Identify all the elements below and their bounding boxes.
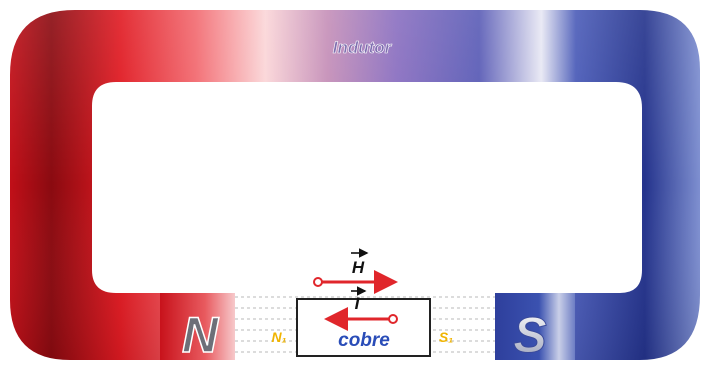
south-pole [495, 293, 575, 360]
gap-north-label: N₁ [271, 329, 286, 345]
north-pole [160, 293, 235, 360]
copper-conductor [296, 298, 431, 357]
material-label: cobre [338, 330, 390, 351]
south-pole-label: S [513, 307, 546, 363]
vector-i-label: I [355, 294, 361, 313]
vector-h-label: H [352, 258, 365, 277]
inductor-title: Indutor [333, 38, 393, 57]
h-field-arrow [313, 270, 398, 294]
north-pole-label: N [182, 307, 219, 363]
gap-south-label: S₁ [439, 329, 453, 345]
current-arrow [324, 307, 398, 331]
